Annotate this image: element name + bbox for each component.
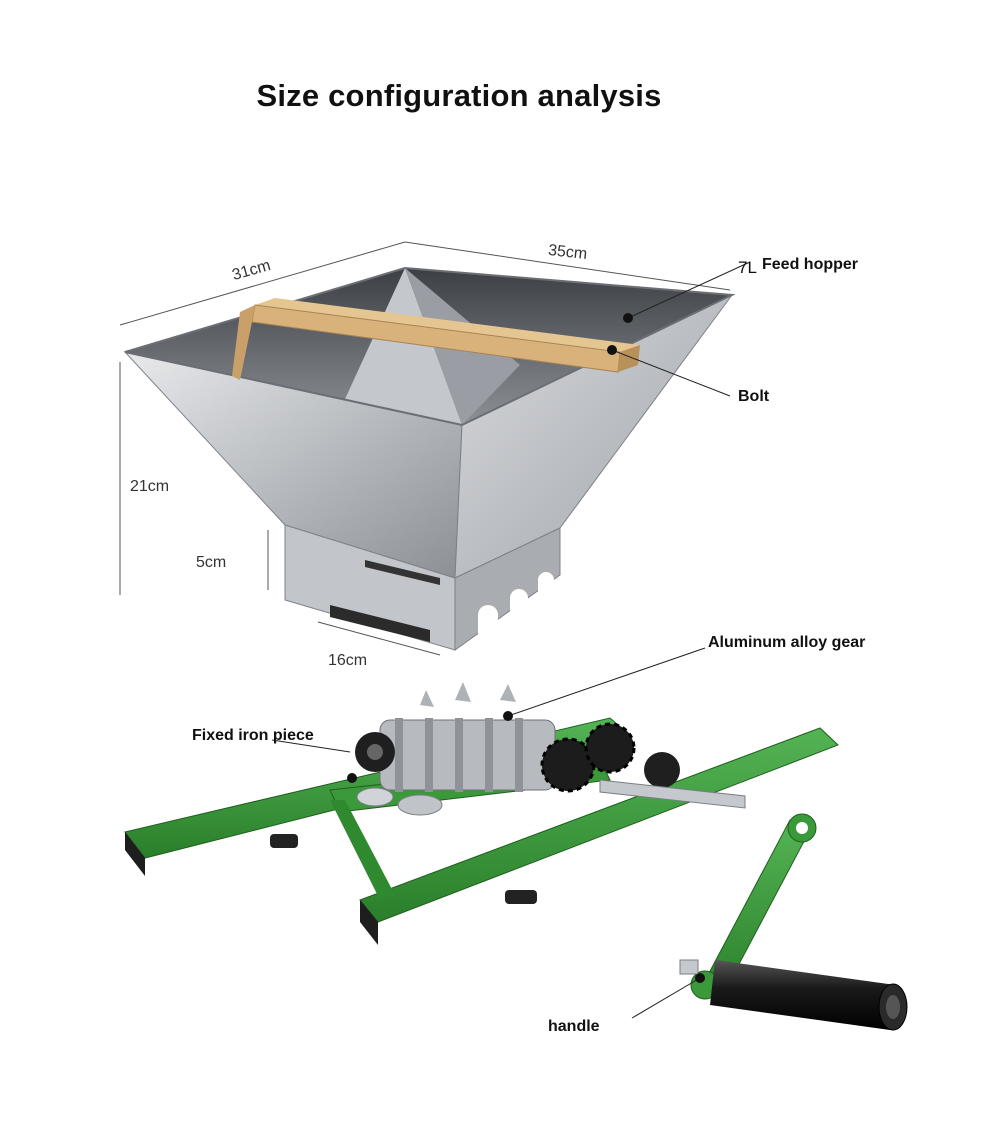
page-title: Size configuration analysis (256, 78, 662, 113)
bolt-label: Bolt (738, 388, 770, 405)
roller-assembly (355, 682, 746, 816)
dimension-outlet-width: 16cm (328, 652, 368, 669)
callout-lines-bottom (271, 647, 706, 1019)
bolt-marker (607, 345, 617, 355)
callout-lines-top (611, 261, 751, 397)
fixed-iron-marker (347, 773, 357, 783)
feed-hopper-label: Feed hopper (762, 256, 859, 273)
crank-handle (679, 813, 908, 1031)
dimension-lines (119, 241, 731, 656)
handle-label: handle (548, 1018, 600, 1035)
wooden-bar (232, 298, 640, 380)
capacity-label: 7L (738, 258, 757, 277)
dimension-outlet-height: 5cm (196, 554, 227, 571)
handle-marker (695, 973, 705, 983)
gear-label: Aluminum alloy gear (708, 634, 866, 651)
gear-marker (503, 711, 513, 721)
dimension-height: 21cm (130, 478, 170, 495)
feed-hopper-marker (623, 313, 633, 323)
fixed-iron-label: Fixed iron piece (192, 727, 314, 744)
